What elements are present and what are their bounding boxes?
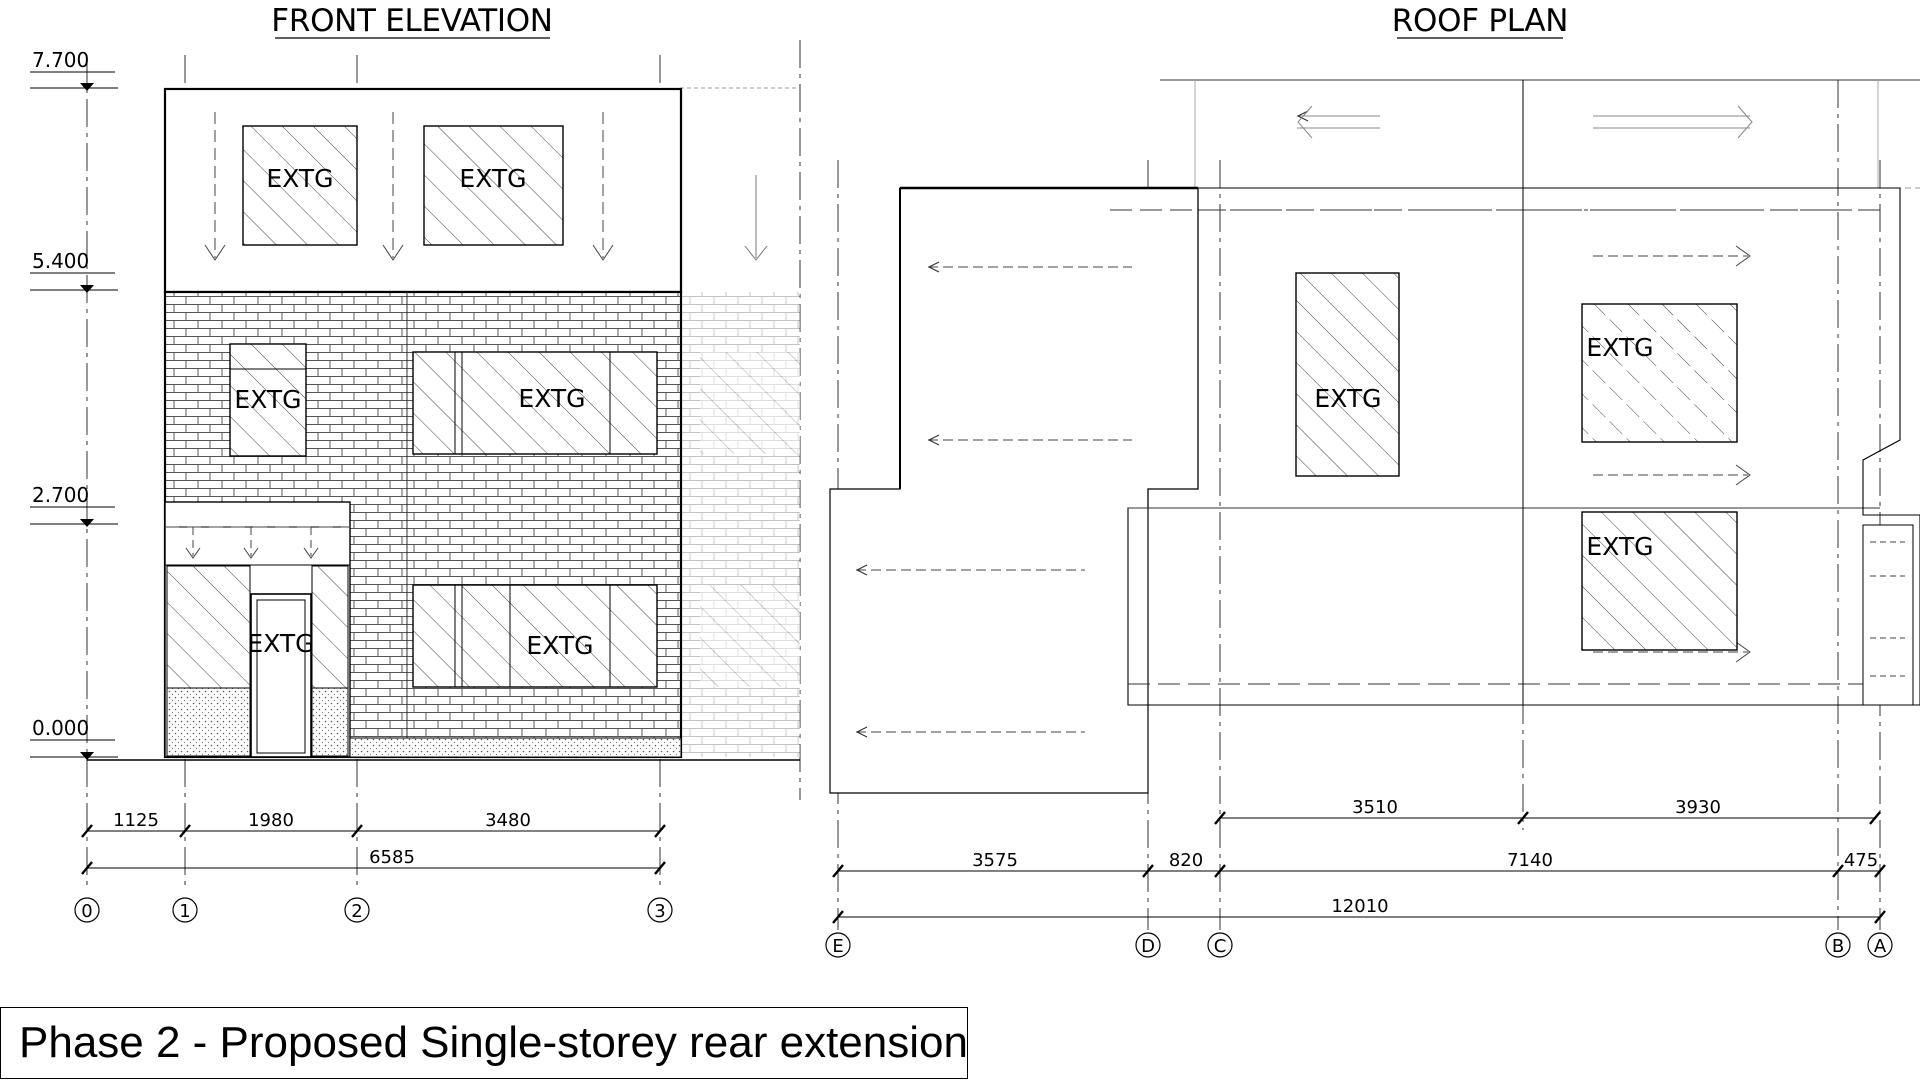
window-first-left: [229, 343, 307, 457]
roof-plan-title: ROOF PLAN: [1392, 3, 1568, 39]
front-dimensions: 1125 1980 3480 6585: [81, 810, 666, 875]
grid-label-2: 2: [351, 901, 362, 922]
drawing-caption-box: Phase 2 - Proposed Single-storey rear ex…: [0, 1007, 968, 1079]
rooflight-lower-right: [1581, 511, 1738, 651]
grid-label-1: 1: [179, 901, 190, 922]
level-2700: 2.700: [32, 483, 89, 507]
dim-820: 820: [1169, 850, 1203, 871]
rooflight-left: [1295, 272, 1400, 477]
dim-6585: 6585: [369, 847, 415, 868]
level-0000: 0.000: [32, 716, 89, 740]
front-grid-bubbles: [74, 897, 673, 923]
roof-dimensions: 3510 3930 3575 820 7140 475 12010: [832, 797, 1886, 924]
dim-3575: 3575: [972, 850, 1018, 871]
roof-grid-bubbles: [825, 932, 1893, 958]
main-roof-slope-arrows: [1593, 255, 1748, 653]
dim-1125: 1125: [113, 810, 159, 831]
window-label: EXTG: [1314, 384, 1381, 413]
main-roof-outline: [1127, 187, 1920, 706]
window-label: EXTG: [518, 384, 585, 413]
roof-plan: ROOF PLAN: [825, 3, 1920, 958]
window-label: EXTG: [247, 629, 314, 658]
extension-roof-outline: [829, 187, 1199, 794]
level-7700: 7.700: [32, 48, 89, 72]
dim-3930: 3930: [1675, 797, 1721, 818]
dim-1980: 1980: [248, 810, 294, 831]
dim-12010: 12010: [1331, 896, 1388, 917]
dim-3510: 3510: [1352, 797, 1398, 818]
window-label: EXTG: [526, 631, 593, 660]
grid-label-A: A: [1874, 936, 1887, 957]
window-label: EXTG: [459, 164, 526, 193]
rooflight-upper-right: [1581, 303, 1738, 443]
front-elevation-title: FRONT ELEVATION: [271, 3, 552, 39]
window-label: EXTG: [266, 164, 333, 193]
grid-label-D: D: [1141, 936, 1155, 957]
window-label: EXTG: [1586, 333, 1653, 362]
grid-label-0: 0: [81, 901, 92, 922]
drawing-caption: Phase 2 - Proposed Single-storey rear ex…: [19, 1018, 968, 1067]
grid-label-B: B: [1832, 936, 1844, 957]
grid-label-C: C: [1214, 936, 1227, 957]
window-upper-right: [423, 125, 564, 246]
window-upper-left: [242, 125, 358, 246]
side-gutter: [1862, 524, 1914, 706]
dim-475: 475: [1844, 850, 1878, 871]
window-first-right: [412, 351, 658, 455]
level-5400: 5.400: [32, 249, 89, 273]
grid-label-3: 3: [654, 901, 665, 922]
dim-3480: 3480: [485, 810, 531, 831]
neighbour-building: [680, 87, 800, 757]
level-markers: 7.700 5.400 2.700 0.000: [30, 48, 118, 760]
front-elevation: FRONT ELEVATION 7.700 5.400 2.700: [30, 3, 801, 923]
dim-7140: 7140: [1507, 850, 1553, 871]
window-label: EXTG: [1586, 532, 1653, 561]
window-label: EXTG: [234, 385, 301, 414]
extension-slope-arrows: [856, 267, 1132, 732]
window-ground-right: [412, 584, 658, 688]
grid-label-E: E: [832, 936, 843, 957]
roof-slope-arrows: [214, 112, 604, 258]
